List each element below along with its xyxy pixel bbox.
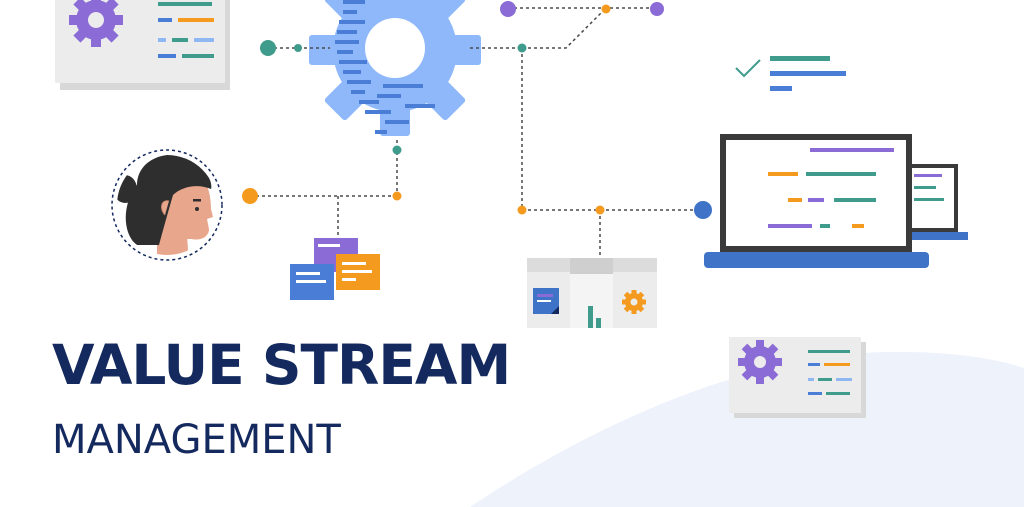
page-subtitle: MANAGEMENT xyxy=(52,417,341,463)
folder-stack-icon xyxy=(290,238,380,300)
node-teal-small xyxy=(294,44,302,52)
settings-card-bottom-right xyxy=(729,337,866,418)
node-purple xyxy=(650,2,664,16)
node-teal-small xyxy=(517,43,527,53)
background-curve xyxy=(470,351,1024,507)
node-blue-large xyxy=(694,201,712,219)
node-orange-small xyxy=(517,205,527,215)
node-orange-small xyxy=(392,191,402,201)
laptop-icon xyxy=(704,134,968,268)
gear-icon xyxy=(738,340,782,384)
checkmark-icon xyxy=(735,59,761,78)
node-orange-large xyxy=(242,188,258,204)
connector-nodes xyxy=(242,1,712,219)
page-title: VALUE STREAM xyxy=(52,333,511,397)
code-gear-icon xyxy=(309,0,481,136)
node-orange-small xyxy=(595,205,605,215)
settings-card-top-left xyxy=(55,0,230,90)
document-icon xyxy=(533,288,559,314)
bar-chart-icon xyxy=(588,306,601,328)
dashboard-tiles xyxy=(527,258,657,328)
node-purple xyxy=(500,1,516,17)
node-teal-large xyxy=(260,40,276,56)
node-orange-small xyxy=(601,4,611,14)
person-avatar-icon xyxy=(111,149,223,261)
node-teal-small xyxy=(392,145,402,155)
checklist xyxy=(735,56,846,91)
